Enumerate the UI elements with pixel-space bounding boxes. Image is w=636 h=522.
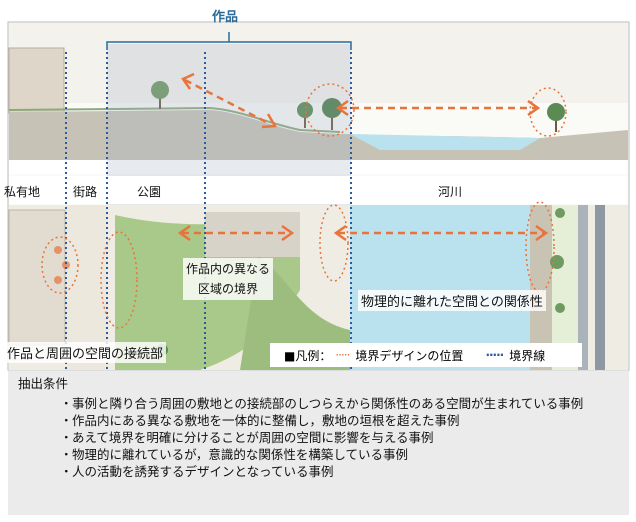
arrowhead-icon bbox=[261, 113, 278, 129]
zone-label-river: 河川 bbox=[438, 185, 463, 199]
blue-dotted-line-icon: ····· bbox=[485, 348, 504, 362]
road-strip bbox=[595, 205, 605, 370]
section-view bbox=[8, 23, 628, 174]
criteria-item: 人の活動を誘発するデザインとなっている事例 bbox=[62, 463, 619, 480]
plaza bbox=[205, 212, 300, 257]
tree-icon bbox=[550, 255, 564, 269]
criteria-item: 事例と隣り合う周囲の敷地との接続部のしつらえから関係性のある空間が生まれている事… bbox=[62, 395, 619, 412]
criteria-item: あえて境界を明確に分けることが周囲の空間に影響を与える事例 bbox=[62, 429, 619, 446]
zone-label-band bbox=[9, 176, 628, 204]
section-base bbox=[9, 160, 628, 174]
boundary-design-markers bbox=[41, 83, 567, 329]
boundary-design-marker bbox=[100, 231, 138, 329]
boundary-design-marker bbox=[305, 83, 355, 137]
arrowhead-icon bbox=[281, 224, 295, 242]
zone-label-street: 街路 bbox=[73, 185, 98, 199]
zone-label-private-land: 私有地 bbox=[4, 185, 41, 199]
boundary-design-marker bbox=[41, 236, 79, 294]
arrowhead-icon bbox=[181, 72, 195, 90]
table-icon bbox=[62, 261, 70, 269]
tree-icon bbox=[322, 98, 342, 130]
criteria-item: 物理的に離れているが，意識的な関係性を構築している事例 bbox=[62, 446, 619, 463]
road-strip bbox=[578, 205, 588, 370]
boundary-design-marker bbox=[525, 201, 555, 293]
arrow-heads bbox=[177, 72, 549, 242]
legend-orange-label: 境界デザインの位置 bbox=[355, 348, 464, 363]
project-title: 作品 bbox=[212, 10, 239, 25]
criteria-list: 事例と隣り合う周囲の敷地との接続部のしつらえから関係性のある空間が生まれている事… bbox=[18, 395, 619, 480]
criteria-box: 抽出条件 事例と隣り合う周囲の敷地との接続部のしつらえから関係性のある空間が生ま… bbox=[8, 371, 629, 515]
building-elevation bbox=[8, 47, 65, 114]
table-icon bbox=[54, 246, 62, 254]
tree-icon bbox=[547, 103, 565, 132]
relation-arrow bbox=[184, 78, 271, 126]
plan-view bbox=[8, 205, 628, 370]
boundary-design-marker bbox=[529, 87, 567, 137]
tree-icon bbox=[297, 102, 313, 128]
river-water-section bbox=[350, 134, 540, 150]
legend: ■凡例： ····· 境界デザインの位置 ····· 境界線 bbox=[270, 343, 582, 367]
annotation-line: 作品内の異なる bbox=[186, 262, 271, 276]
legend-blue-label: 境界線 bbox=[509, 348, 546, 363]
river-bank bbox=[530, 205, 552, 370]
zone-label-park: 公園 bbox=[137, 185, 162, 199]
criteria-item: 作品内にある異なる敷地を一体的に整備し，敷地の垣根を超えた事例 bbox=[62, 412, 619, 429]
grass-line bbox=[8, 106, 341, 133]
arrowhead-icon bbox=[335, 99, 349, 117]
arrowhead-icon bbox=[333, 224, 347, 242]
arrowhead-icon bbox=[527, 99, 541, 117]
boundary-design-marker bbox=[319, 204, 349, 282]
relation-arrows bbox=[182, 78, 544, 235]
annotation-line: 区域の境界 bbox=[198, 282, 259, 296]
table-icon bbox=[54, 276, 62, 284]
criteria-heading: 抽出条件 bbox=[18, 376, 69, 391]
legend-prefix: ■凡例： bbox=[284, 348, 332, 363]
bank-green bbox=[552, 205, 578, 370]
arrowhead-icon bbox=[177, 224, 191, 242]
annotation-surrounding-connection: 作品と周囲の空間の接続部 bbox=[4, 342, 167, 363]
section-sky bbox=[9, 23, 628, 103]
annotation-internal-boundary: 作品内の異なる 区域の境界 bbox=[183, 258, 274, 300]
annotation-distant-relation: 物理的に離れた空間との関係性 bbox=[358, 290, 546, 311]
arrowhead-icon bbox=[535, 224, 549, 242]
tree-icon bbox=[555, 208, 565, 218]
project-bracket bbox=[106, 32, 352, 50]
tree-icon bbox=[555, 303, 565, 313]
tree-icon bbox=[151, 81, 169, 109]
site-illustration bbox=[7, 21, 630, 371]
orange-dotted-line-icon: ····· bbox=[335, 348, 350, 362]
